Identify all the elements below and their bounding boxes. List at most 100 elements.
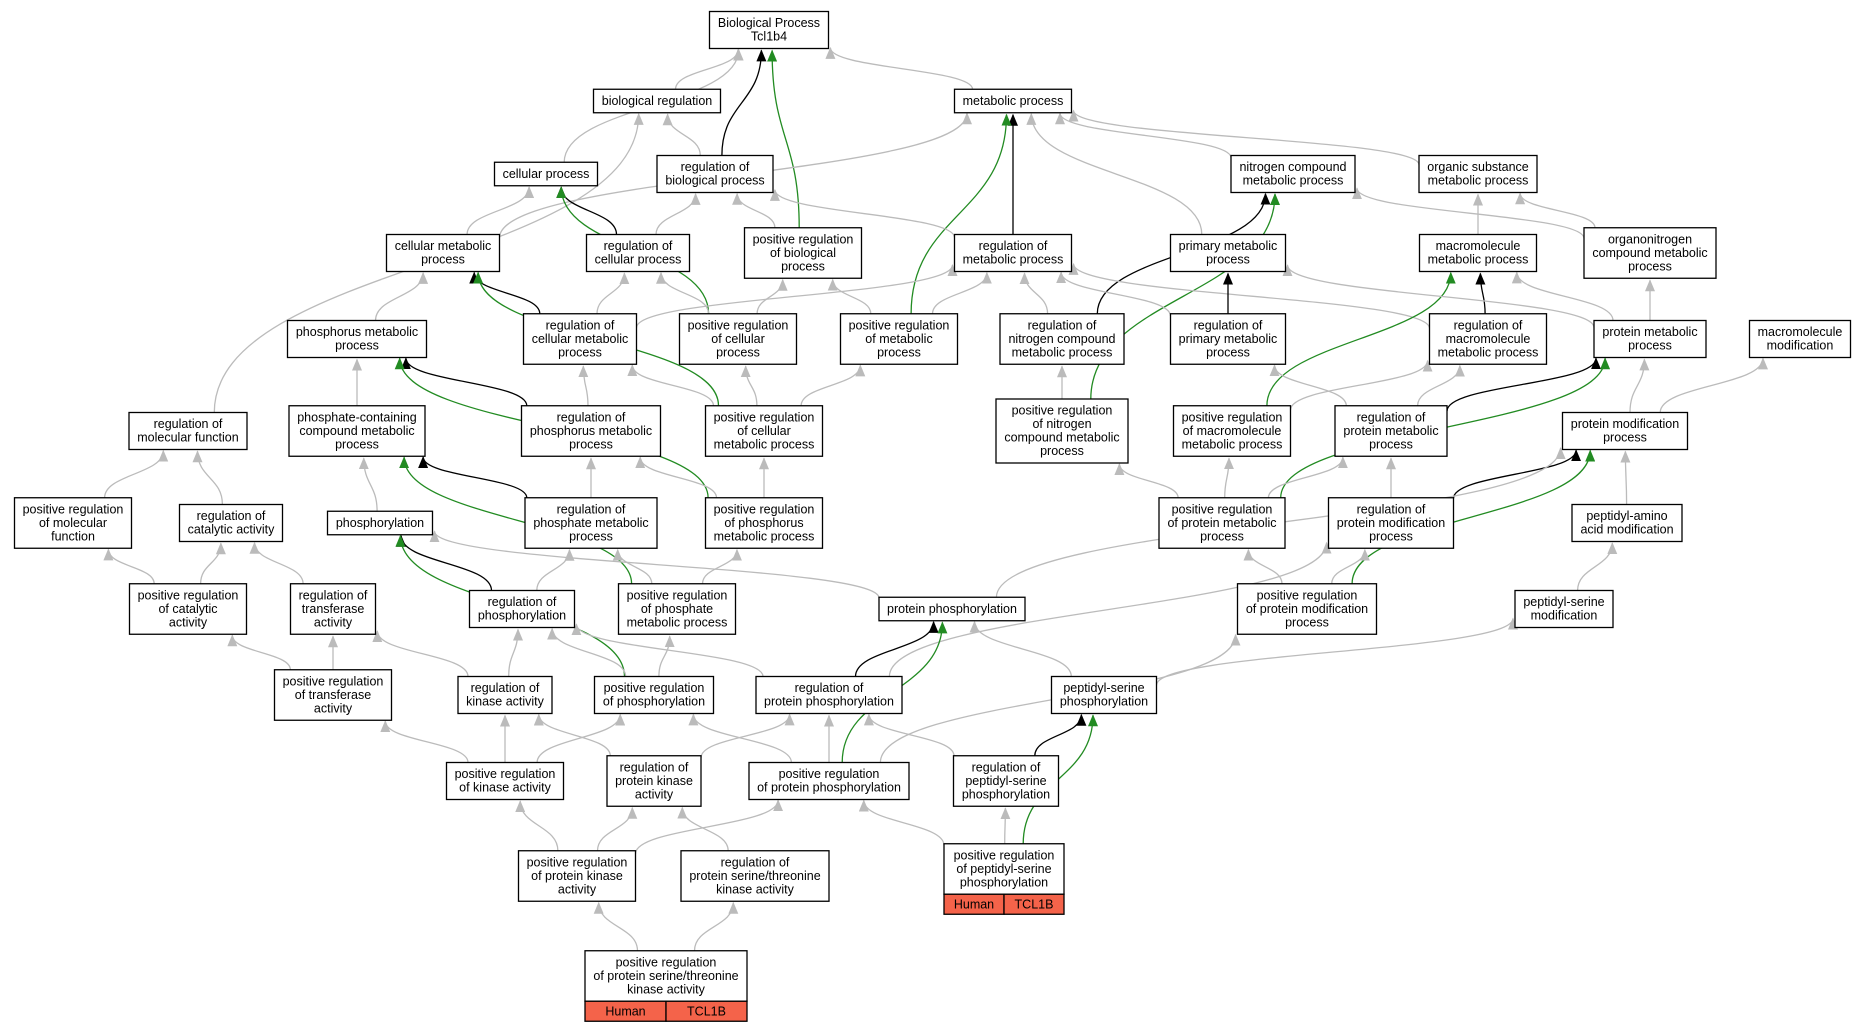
go-term-node: biological regulation: [592, 88, 722, 114]
edge-is-a: [374, 271, 429, 321]
edge-is-a: [227, 634, 292, 670]
go-term-label: process: [1603, 431, 1647, 445]
edge-is-a: [1576, 542, 1618, 591]
go-term-label: process: [335, 437, 379, 451]
go-term-label: positive regulation: [753, 232, 854, 246]
go-term-label: phosphate metabolic: [533, 516, 648, 530]
go-term-box: [755, 675, 903, 715]
annotation-cell: [665, 1000, 748, 1022]
go-term-box: [952, 755, 1060, 807]
edge-is-a: [662, 113, 701, 156]
edge-is-a: [740, 365, 758, 406]
annotation-species: Human: [954, 897, 994, 911]
go-term-box: [680, 850, 830, 902]
go-term-box: [1748, 319, 1852, 359]
go-term-label: positive regulation: [779, 767, 880, 781]
go-term-label: nitrogen compound: [1239, 160, 1346, 174]
go-term-box: [524, 497, 658, 549]
edge-is-a: [1331, 548, 1370, 584]
go-term-label: activity: [558, 882, 597, 896]
go-term-node: cellular process: [493, 161, 599, 187]
go-term-label: regulation of: [1454, 318, 1523, 332]
go-term-box: [445, 761, 565, 801]
go-term-label: positive regulation: [849, 318, 950, 332]
go-term-label: process: [569, 437, 613, 451]
go-term-label: cellular metabolic: [395, 239, 492, 253]
go-term-label: activity: [314, 615, 353, 629]
go-term-label: process: [335, 339, 379, 353]
go-term-label: biological process: [665, 174, 764, 188]
go-term-label: of nitrogen: [1032, 417, 1091, 431]
go-term-label: kinase activity: [466, 695, 545, 709]
edge-is-a: [612, 548, 653, 584]
go-term-label: protein modification: [1571, 417, 1679, 431]
edge-part-of: [418, 456, 528, 498]
go-term-label: organonitrogen: [1608, 232, 1692, 246]
go-term-label: positive regulation: [527, 855, 628, 869]
go-term-box: [288, 405, 426, 457]
go-term-label: process: [781, 259, 825, 273]
go-term-label: activity: [169, 615, 208, 629]
go-term-label: of protein phosphorylation: [757, 781, 901, 795]
go-term-box: [522, 313, 638, 365]
go-term-node: regulation ofpeptidyl-serinephosphorylat…: [952, 755, 1060, 807]
go-term-label: positive regulation: [1182, 410, 1283, 424]
edge-part-of: [854, 620, 939, 677]
go-term-label: of macromolecule: [1183, 424, 1282, 438]
edge-is-a: [199, 542, 226, 584]
go-term-node: metabolic process: [953, 88, 1073, 114]
go-term-box: [878, 596, 1026, 622]
edge-is-a: [931, 271, 992, 314]
edge-is-a: [533, 713, 611, 756]
go-term-label: regulation of: [557, 410, 626, 424]
edge-is-a: [593, 901, 639, 951]
edge-is-a: [634, 799, 784, 855]
go-term-label: phosphate-containing: [297, 410, 417, 424]
edge-positively-regulates: [910, 113, 1012, 314]
go-term-label: positive regulation: [1012, 404, 1113, 418]
go-term-label: of protein metabolic: [1167, 516, 1276, 530]
go-term-label: regulation of: [1357, 410, 1426, 424]
edge-is-a: [1511, 271, 1614, 321]
annotation-row: Human TCL1B: [943, 893, 1065, 915]
go-term-label: process: [1369, 529, 1413, 543]
edge-is-a: [693, 901, 739, 951]
go-term-label: regulation of: [1194, 318, 1263, 332]
go-term-label: process: [1040, 444, 1084, 458]
go-term-box: [678, 313, 798, 365]
go-term-box: [1428, 313, 1548, 365]
edge-is-a: [1282, 264, 1595, 328]
go-term-box: [704, 405, 824, 457]
go-term-label: regulation of: [1357, 502, 1426, 516]
go-term-label: of catalytic: [158, 602, 217, 616]
annotation-gene: TCL1B: [687, 1004, 726, 1018]
edge-is-a: [827, 278, 872, 314]
go-term-label: Biological Process: [718, 16, 820, 30]
edge-is-a: [1068, 262, 1431, 329]
go-term-box: [704, 497, 824, 549]
go-term-label: regulation of: [1028, 318, 1097, 332]
annotation-gene: TCL1B: [1015, 897, 1054, 911]
go-term-label: regulation of: [979, 239, 1048, 253]
go-term-label: metabolic process: [627, 615, 728, 629]
go-term-label: positive regulation: [714, 502, 815, 516]
go-term-label: cellular metabolic: [532, 332, 629, 346]
edge-is-a: [635, 264, 958, 329]
go-term-label: of protein modification: [1246, 602, 1368, 616]
edge-is-a: [700, 713, 795, 759]
go-term-box: [13, 497, 133, 549]
go-term-box: [748, 761, 910, 801]
go-term-label: catalytic activity: [188, 523, 276, 537]
go-term-box: [953, 88, 1073, 114]
